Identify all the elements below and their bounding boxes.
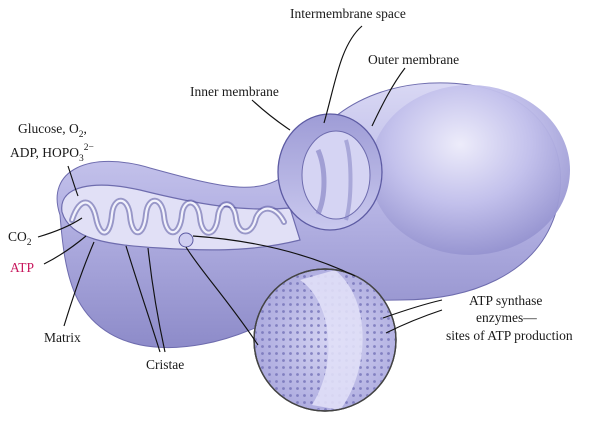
- label-cristae: Cristae: [146, 357, 184, 372]
- label-atp-synthase-line2: enzymes—: [476, 310, 537, 325]
- label-glucose-line2: ADP, HOPO32−: [10, 143, 94, 164]
- glucose-leader: [67, 165, 79, 197]
- atp-synthase-leader-2: [385, 309, 443, 334]
- atp-synthase-leader-1: [382, 299, 443, 319]
- label-atp-synthase-line3: sites of ATP production: [446, 328, 573, 343]
- zoom-connector-2: [192, 235, 356, 277]
- outer-membrane-leader: [371, 67, 406, 127]
- label-outer-membrane: Outer membrane: [368, 52, 459, 67]
- inner-membrane-leader: [251, 99, 291, 131]
- labels: Intermembrane space Outer membrane Inner…: [8, 6, 573, 372]
- leader-lines: [37, 25, 443, 353]
- label-atp-synthase-line1: ATP synthase: [469, 293, 542, 308]
- co2-leader: [37, 217, 83, 238]
- label-matrix: Matrix: [44, 330, 81, 345]
- zoom-inset: [253, 268, 397, 412]
- intermembrane-leader: [323, 25, 363, 124]
- label-glucose-line1: Glucose, O2,: [18, 121, 87, 140]
- atp-leader: [43, 235, 87, 265]
- label-co2: CO2: [8, 229, 32, 248]
- cristae-leader-1: [125, 245, 161, 353]
- label-intermembrane-space: Intermembrane space: [290, 6, 406, 21]
- matrix-leader: [63, 241, 95, 327]
- end-opening: [277, 113, 383, 231]
- label-inner-membrane: Inner membrane: [190, 84, 279, 99]
- label-atp: ATP: [10, 260, 34, 275]
- cristae-leader-2: [147, 247, 166, 353]
- zoom-connector-1: [185, 246, 259, 346]
